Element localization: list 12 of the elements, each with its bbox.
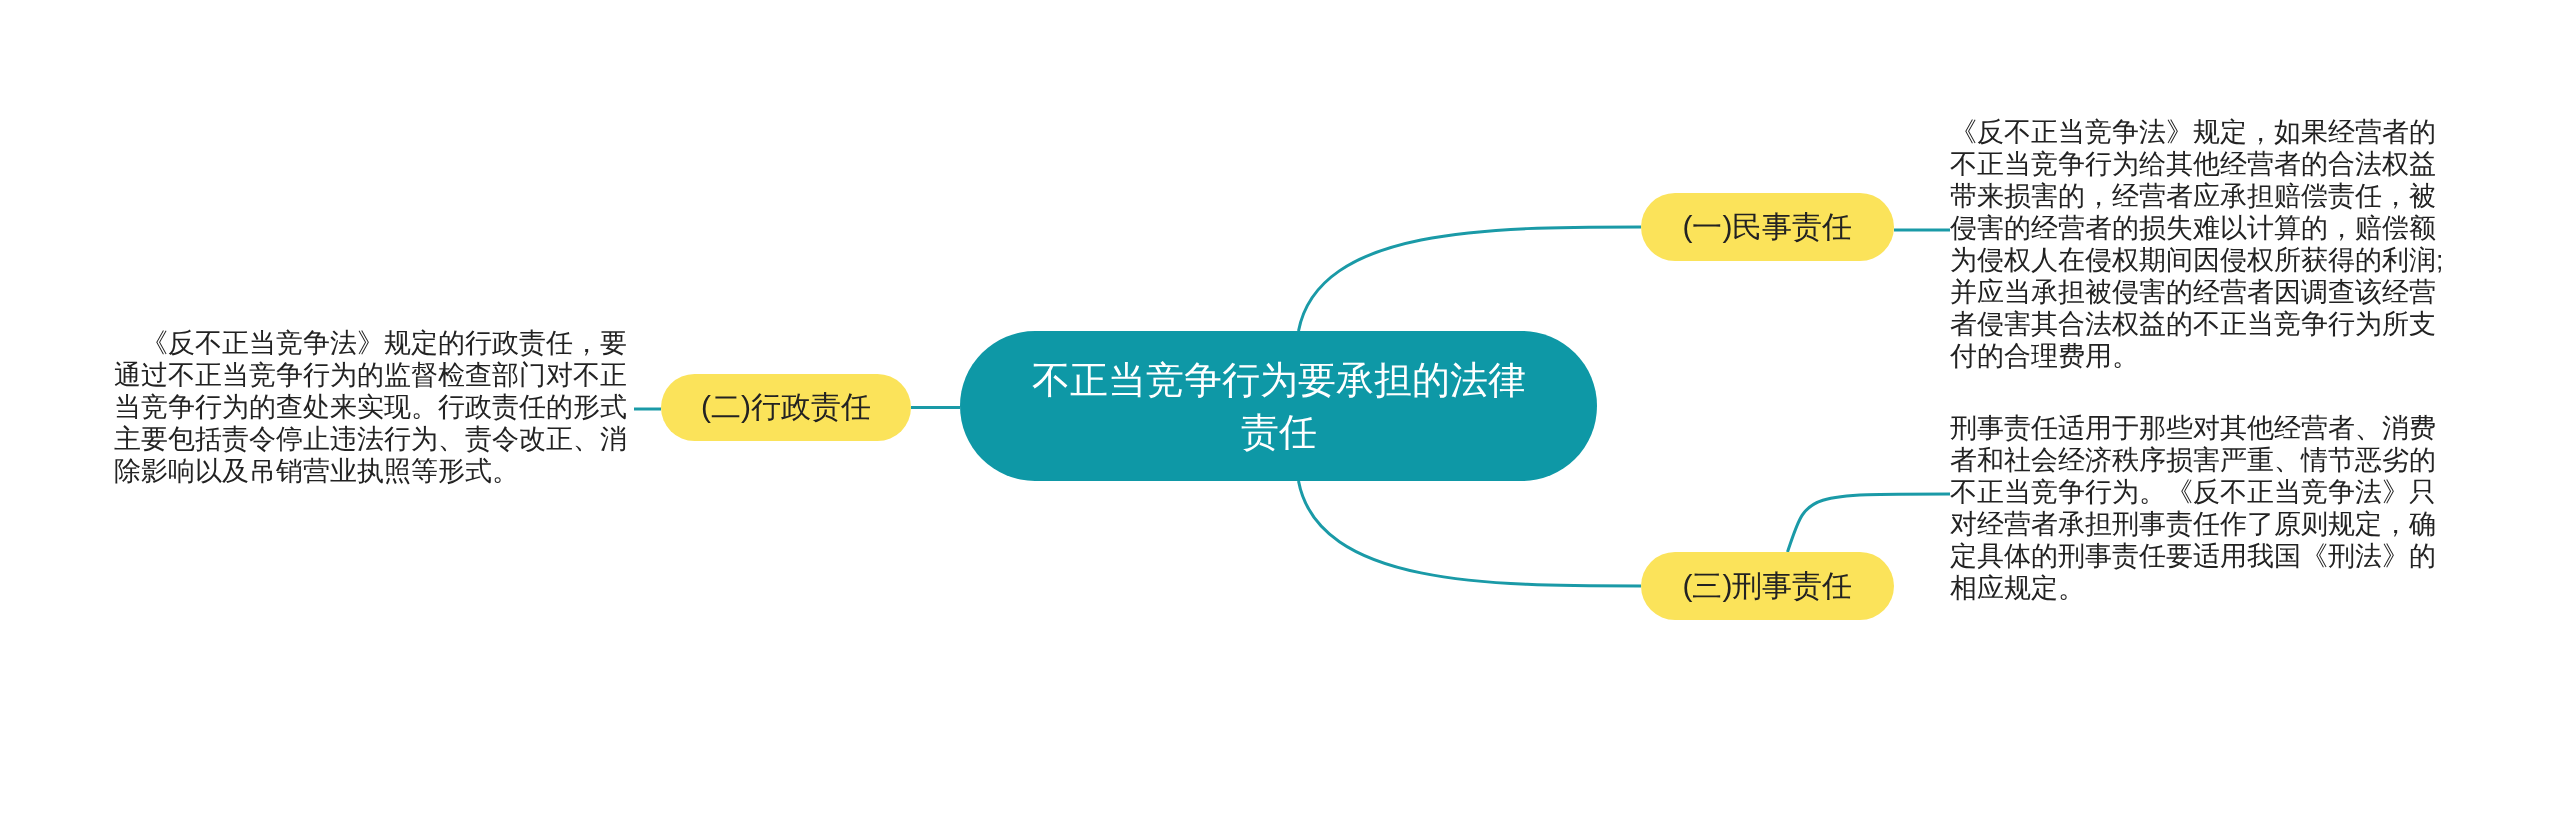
- connector-line: [634, 407, 661, 411]
- note-text: 《反不正当竞争法》规定的行政责任，要通过不正当竞争行为的监督检查部门对不正当竞争行为的查处来实现。行政责任的形式主要包括责令停止违法行为、责令改正、消除影响以及吊销营业执照等形式。: [114, 327, 634, 487]
- note-text: 刑事责任适用于那些对其他经营者、消费者和社会经济秩序损害严重、情节恶劣的不正当竞争行为。《反不正当竞争法》只对经营者承担刑事责任作了原则规定，确定具体的刑事责任要适用我国《刑法》的相应规定。: [1950, 412, 2450, 604]
- topic-pill: (三)刑事责任: [1641, 552, 1894, 620]
- connector-line: [1297, 225, 1641, 332]
- connector-line: [911, 406, 960, 409]
- note-text: 《反不正当竞争法》规定，如果经营者的不正当竞争行为给其他经营者的合法权益带来损害的，经营者应承担赔偿责任，被侵害的经营者的损失难以计算的，赔偿额为侵权人在侵权期间因侵权所获得的利润;并应当承担被侵害的经营者因调查该经营者侵害其合法权益的不正当竞争行为所支付的合理费用。: [1950, 116, 2450, 372]
- topic-pill: (一)民事责任: [1641, 193, 1894, 261]
- central-topic: 不正当竞争行为要承担的法律责任: [960, 331, 1597, 481]
- connector-line: [1894, 228, 1950, 232]
- topic-pill: (二)行政责任: [661, 374, 911, 441]
- connector-line: [1786, 492, 1950, 553]
